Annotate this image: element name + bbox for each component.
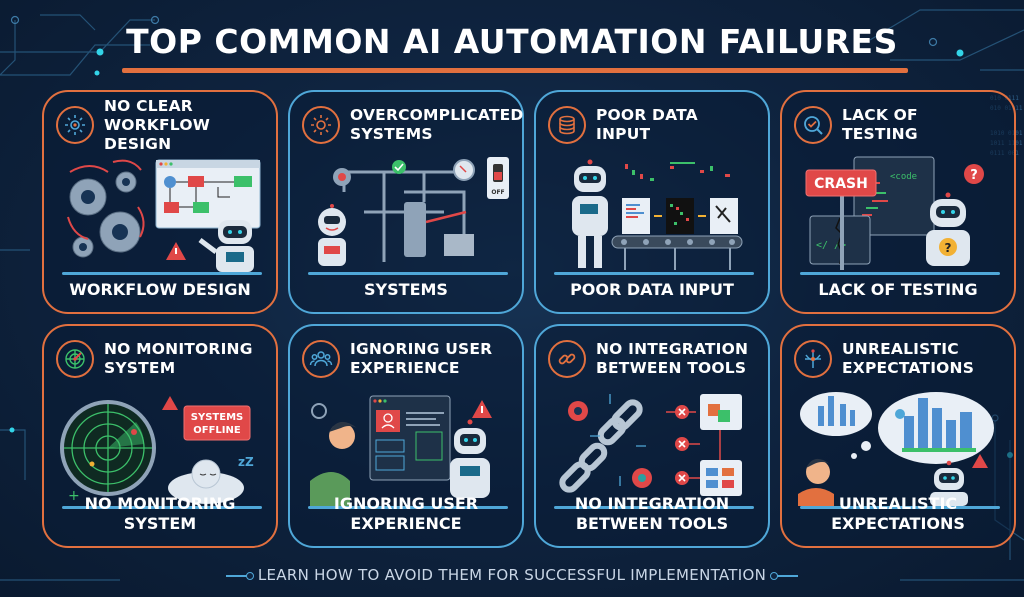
panel-lack-of-testing: LACK OF TESTING <code </ /> CRASH ? ? <box>780 90 1016 314</box>
svg-text:?: ? <box>970 168 978 183</box>
panel-no-monitoring: NO MONITORING SYSTEM SYSTEMS OFFLINE zZ … <box>42 324 278 548</box>
radar-icon <box>56 340 94 378</box>
broken-chain-illustration <box>550 386 758 506</box>
panel-title: LACK OF TESTING <box>842 106 918 143</box>
sleep-label: zZ <box>238 455 254 469</box>
divider <box>554 272 754 275</box>
systems-offline-sign-line1: SYSTEMS <box>191 412 243 423</box>
panel-poor-data-input: POOR DATA INPUT <box>534 90 770 314</box>
divider <box>800 272 1000 275</box>
panel-workflow-design: NO CLEAR WORKFLOW DESIGN <box>42 90 278 314</box>
panel-caption: NO MONITORING SYSTEM <box>84 494 236 533</box>
off-switch-label: OFF <box>491 189 504 196</box>
data-conveyor-illustration <box>550 152 758 272</box>
gear-icon <box>302 106 340 144</box>
link-icon <box>548 340 586 378</box>
panel-title: NO MONITORING SYSTEM <box>104 340 253 377</box>
code-tags-label: </ /> <box>816 240 846 251</box>
database-icon <box>548 106 586 144</box>
panel-title: NO INTEGRATION BETWEEN TOOLS <box>596 340 749 377</box>
footer: LEARN HOW TO AVOID THEM FOR SUCCESSFUL I… <box>0 566 1024 584</box>
gear-icon <box>56 106 94 144</box>
radar-sleeping-robot-illustration: SYSTEMS OFFLINE zZ + <box>58 386 266 506</box>
target-icon <box>794 340 832 378</box>
divider <box>800 506 1000 509</box>
panel-overcomplicated-systems: OVERCOMPLICATED SYSTEMS OFF SYSTEMS <box>288 90 524 314</box>
divider <box>554 506 754 509</box>
panel-caption: NO INTEGRATION BETWEEN TOOLS <box>574 494 730 533</box>
svg-text:+: + <box>68 488 80 504</box>
panel-title: UNREALISTIC EXPECTATIONS <box>842 340 975 377</box>
panel-caption: IGNORING USER EXPERIENCE <box>333 494 479 533</box>
panel-title: NO CLEAR WORKFLOW DESIGN <box>104 96 211 153</box>
crash-testing-illustration: <code </ /> CRASH ? ? <box>796 152 1004 272</box>
panel-caption: SYSTEMS <box>364 280 448 299</box>
svg-text:?: ? <box>945 241 952 255</box>
panel-ignoring-user-experience: IGNORING USER EXPERIENCE <box>288 324 524 548</box>
search-check-icon <box>794 106 832 144</box>
dream-city-illustration <box>796 386 1004 506</box>
panel-caption: LACK OF TESTING <box>818 280 978 299</box>
panel-title: OVERCOMPLICATED SYSTEMS <box>350 106 524 143</box>
panel-unrealistic-expectations: UNREALISTIC EXPECTATIONS UN <box>780 324 1016 548</box>
footer-decoration-left <box>225 571 254 580</box>
divider <box>308 506 508 509</box>
user-experience-illustration <box>304 386 512 506</box>
code-label: <code <box>890 172 917 182</box>
panel-caption: WORKFLOW DESIGN <box>69 280 251 299</box>
panel-title: POOR DATA INPUT <box>596 106 698 143</box>
tangled-workflow-illustration <box>58 152 266 272</box>
complex-machine-illustration: OFF <box>304 152 512 272</box>
divider <box>62 272 262 275</box>
panel-title: IGNORING USER EXPERIENCE <box>350 340 493 377</box>
crash-sign-label: CRASH <box>814 176 868 192</box>
divider <box>308 272 508 275</box>
panel-no-integration: NO INTEGRATION BETWEEN TOOLS <box>534 324 770 548</box>
systems-offline-sign-line2: OFFLINE <box>193 425 241 436</box>
footer-text: LEARN HOW TO AVOID THEM FOR SUCCESSFUL I… <box>257 566 767 584</box>
page-title: TOP COMMON AI AUTOMATION FAILURES <box>126 22 898 61</box>
title-underline <box>122 68 908 73</box>
footer-decoration-right <box>770 571 799 580</box>
failures-grid: NO CLEAR WORKFLOW DESIGN <box>42 90 1016 550</box>
users-icon <box>302 340 340 378</box>
panel-caption: POOR DATA INPUT <box>570 280 734 299</box>
panel-caption: UNREALISTIC EXPECTATIONS <box>831 494 965 533</box>
divider <box>62 506 262 509</box>
